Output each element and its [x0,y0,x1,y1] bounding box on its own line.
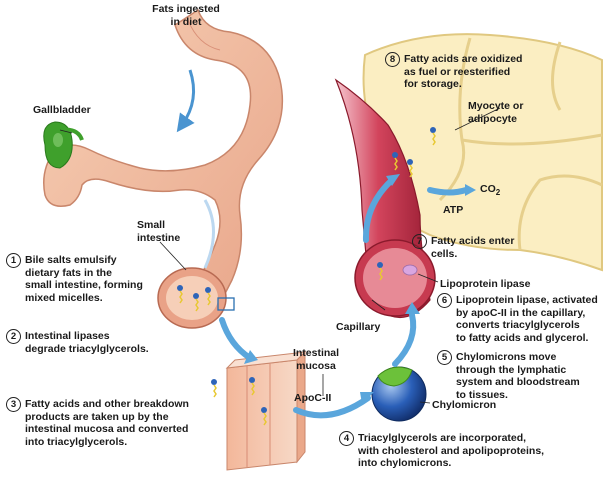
step-8-text: Fatty acids are oxidized as fuel or rees… [404,53,523,90]
capillary-label: Capillary [336,321,381,333]
co2-text: CO [480,183,496,195]
step-3: 3 Fatty acids and other breakdown produc… [6,397,189,448]
step-7-text: Fatty acids enter cells. [431,235,515,260]
lipoprotein-lipase-shape [402,264,418,276]
fatty-acid-glyphs [177,127,436,426]
co2-label: CO2 [480,183,500,200]
step-4: 4 Triacylglycerols are incorporated, wit… [339,431,545,470]
arrow-heads [244,174,476,404]
adipocyte-tissue [362,33,603,272]
step-1-number: 1 [6,253,21,268]
capillary [334,78,436,319]
step-4-number: 4 [339,431,354,446]
chylomicron-label: Chylomicron [432,399,497,411]
step-8: 8 Fatty acids are oxidized as fuel or re… [385,52,523,91]
step-7: 7 Fatty acids enter cells. [412,234,515,260]
fats-ingested-label: Fats ingested in diet [152,3,220,28]
step-3-number: 3 [6,397,21,412]
step-6-text: Lipoprotein lipase, activated by apoC-II… [456,294,598,344]
chylomicron-particle [371,366,427,422]
co2-subscript: 2 [495,188,501,198]
lipoprotein-lipase-label: Lipoprotein lipase [440,278,531,290]
step-2: 2 Intestinal lipases degrade triacylglyc… [6,329,149,355]
leader-lines [59,107,501,404]
step-8-number: 8 [385,52,400,67]
gallbladder-label: Gallbladder [33,104,91,116]
step-2-text: Intestinal lipases degrade triacylglycer… [25,330,149,355]
step-6-number: 6 [437,293,452,308]
step-5-text: Chylomicrons move through the lymphatic … [456,351,580,401]
step-1: 1 Bile salts emulsify dietary fats in th… [6,253,143,304]
step-5: 5 Chylomicrons move through the lymphati… [437,350,580,401]
step-4-text: Triacylglycerols are incorporated, with … [358,432,545,469]
step-3-text: Fatty acids and other breakdown products… [25,398,189,448]
step-5-number: 5 [437,350,452,365]
step-2-number: 2 [6,329,21,344]
gallbladder [43,121,84,169]
transport-arrows [219,177,469,419]
step-1-text: Bile salts emulsify dietary fats in the … [25,254,143,304]
atp-label: ATP [443,204,464,216]
myocyte-label: Myocyte or adipocyte [468,100,524,125]
step-6: 6 Lipoprotein lipase, activated by apoC-… [437,293,598,344]
intestinal-mucosa [225,350,307,471]
step-7-number: 7 [412,234,427,249]
small-intestine-label: Small intestine [137,219,181,244]
intestinal-mucosa-label: Intestinal mucosa [292,347,340,372]
apoc2-label: ApoC-II [294,392,332,404]
